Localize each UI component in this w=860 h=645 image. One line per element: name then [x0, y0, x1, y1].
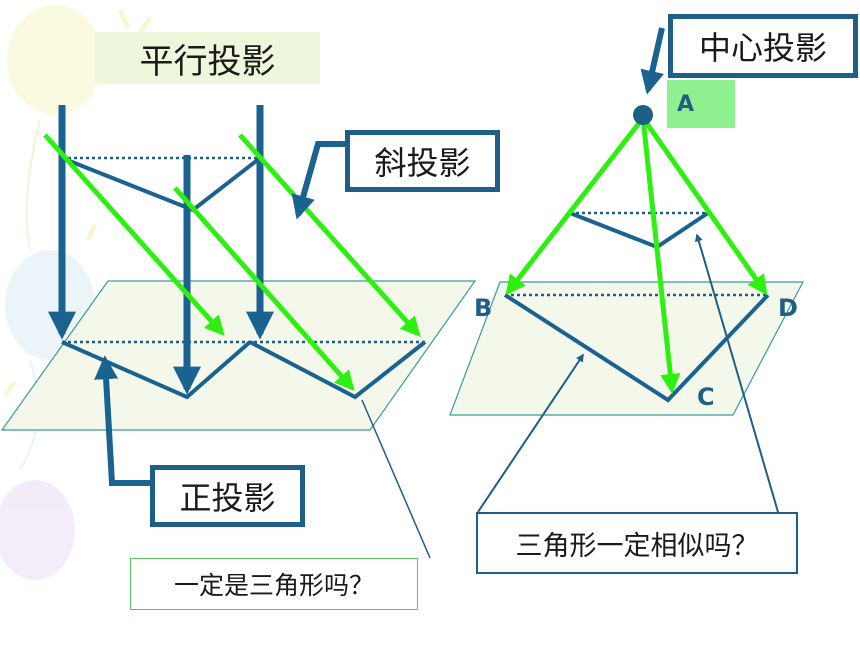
central-callout-pointer	[640, 27, 665, 95]
right-projected-triangle	[503, 293, 770, 403]
central-projection-label: 中心投影	[668, 14, 858, 78]
orthographic-projection-label: 正投影	[150, 465, 305, 527]
question-left-pointer	[361, 399, 431, 559]
oblique-rays	[43, 133, 421, 391]
question-right-pointers	[477, 233, 779, 513]
point-a-label: A	[667, 80, 735, 128]
orthographic-callout-pointer	[94, 355, 150, 486]
orthographic-rays	[48, 105, 274, 395]
central-rays	[505, 116, 768, 394]
question-left-box: 一定是三角形吗？	[130, 558, 418, 610]
balloon-purple	[0, 480, 75, 580]
point-c-label: C	[697, 383, 715, 411]
question-right-box: 三角形一定相似吗？	[476, 512, 798, 574]
right-object-triangle	[569, 211, 710, 250]
point-d-label: D	[778, 294, 798, 322]
oblique-projection-label: 斜投影	[345, 130, 500, 192]
left-ground-plane	[0, 280, 477, 431]
point-b-label: B	[474, 294, 493, 322]
parallel-projection-label: 平行投影	[95, 32, 320, 84]
oblique-callout-pointer	[291, 141, 345, 220]
balloon-yellow	[7, 5, 103, 115]
point-a-dot	[633, 105, 653, 125]
right-ground-plane	[449, 281, 804, 416]
